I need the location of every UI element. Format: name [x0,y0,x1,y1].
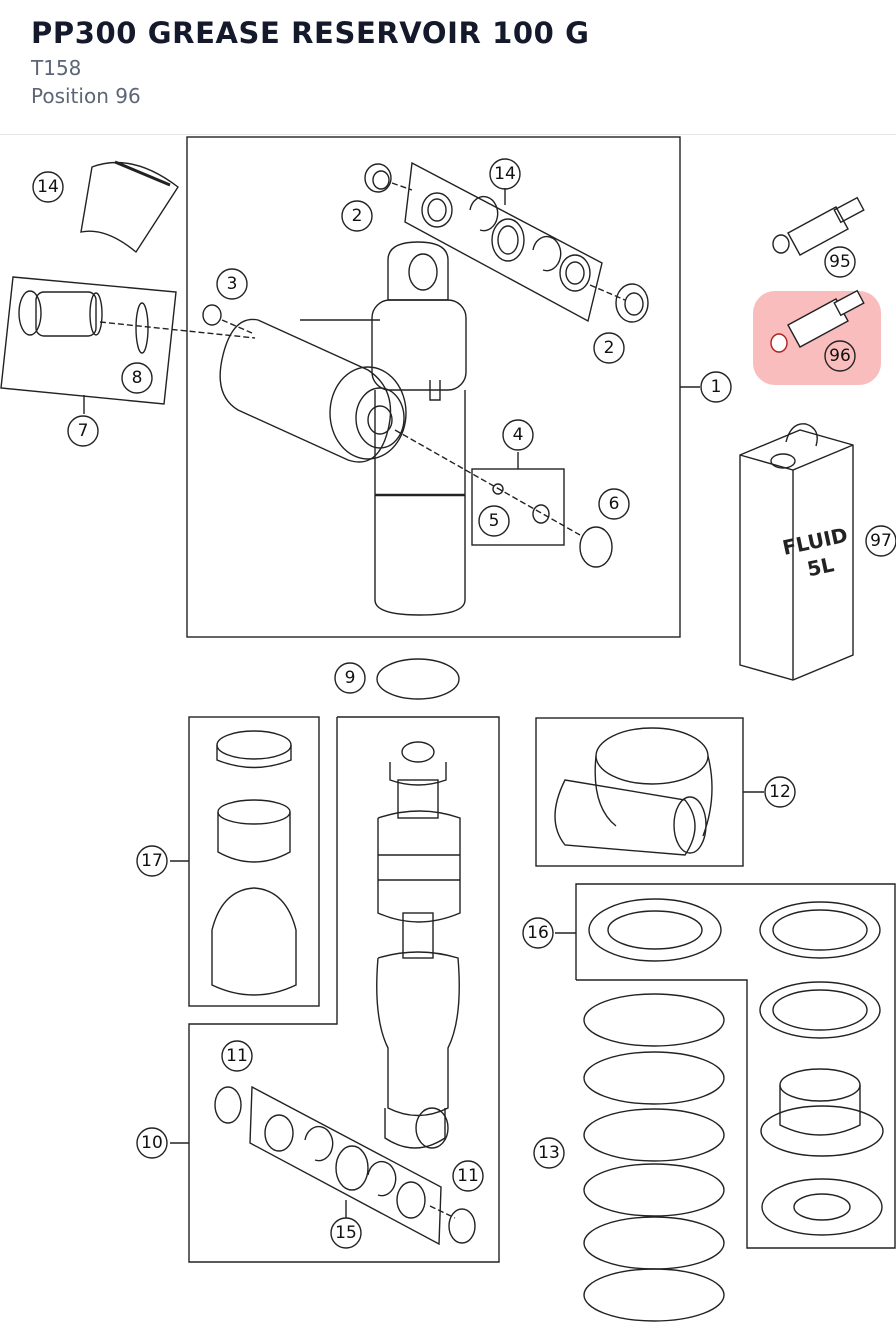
callout-96[interactable]: 96 [829,346,851,366]
page-title: PP300 GREASE RESERVOIR 100 G [31,16,590,50]
part-code: T158 [31,56,82,80]
can-label-line2: 5L [805,552,836,581]
callout-15[interactable]: 15 [335,1223,357,1243]
exploded-parts-diagram: 14 2 14 95 3 96 2 8 1 7 4 6 5 97 9 12 17… [0,136,896,1322]
snap-ring-9 [376,658,460,700]
callout-13[interactable]: 13 [538,1143,560,1163]
callout-95[interactable]: 95 [829,252,851,272]
callout-14-sleeve[interactable]: 14 [37,177,59,197]
callout-4[interactable]: 4 [513,425,524,445]
callout-5[interactable]: 5 [489,511,500,531]
callout-6[interactable]: 6 [609,494,620,514]
grease-tube-96 [770,289,865,353]
callout-9[interactable]: 9 [345,668,356,688]
grease-tube-95 [772,196,865,256]
piston-subgroup-box [0,276,177,405]
sticker-sleeve-part [80,161,179,254]
damper-group-box [188,716,500,1263]
callout-2-upper[interactable]: 2 [352,206,363,226]
callout-11-lower[interactable]: 11 [457,1166,479,1186]
seal-kit-frame-15 [249,1085,442,1246]
callout-2-lower[interactable]: 2 [604,338,615,358]
seal-kit-frame [404,161,603,323]
callout-12[interactable]: 12 [769,782,791,802]
callout-7[interactable]: 7 [78,421,89,441]
callout-1[interactable]: 1 [711,377,722,397]
callout-3[interactable]: 3 [227,274,238,294]
part-position: Position 96 [31,84,141,108]
callout-8[interactable]: 8 [132,368,143,388]
callout-16[interactable]: 16 [527,923,549,943]
coil-spring-13 [583,993,725,1322]
callout-11-upper[interactable]: 11 [226,1046,248,1066]
page-header: PP300 GREASE RESERVOIR 100 G T158 Positi… [0,0,896,135]
callout-97[interactable]: 97 [870,531,892,551]
callout-10[interactable]: 10 [141,1133,163,1153]
callout-17[interactable]: 17 [141,851,163,871]
spring-retainer-group-box [575,883,896,1249]
fluid-can-97 [739,423,854,681]
callout-14-kit[interactable]: 14 [494,164,516,184]
